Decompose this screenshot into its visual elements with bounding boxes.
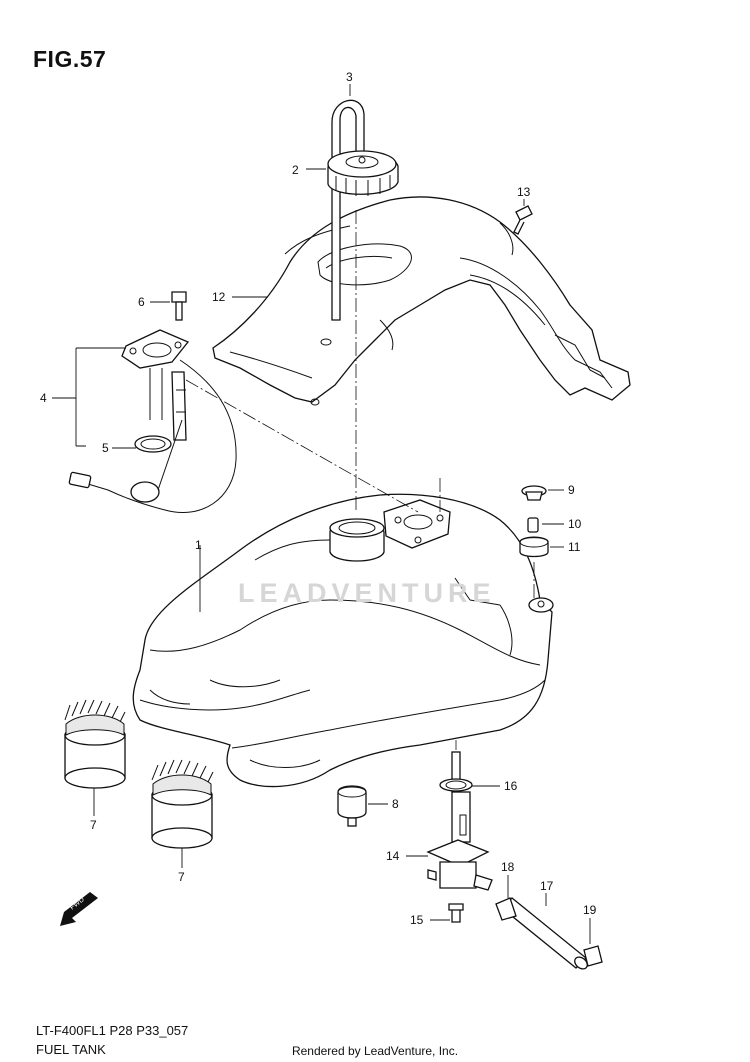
callout-19: 19 [583, 903, 597, 917]
cushion-boot-7b [151, 759, 214, 849]
figure-title: FIG.57 [33, 46, 107, 72]
callout-3: 3 [346, 70, 353, 84]
figure-name: FUEL TANK [36, 1042, 106, 1057]
callout-7a: 7 [90, 818, 97, 832]
fuel-level-sender-assembly [68, 291, 237, 514]
footer-credit: Rendered by LeadVenture, Inc. [0, 1044, 750, 1058]
callout-2: 2 [292, 163, 299, 177]
callout-labels: 3 2 13 12 6 4 5 1 9 10 11 7 7 8 16 14 15… [40, 70, 597, 927]
callout-16: 16 [504, 779, 518, 793]
callout-10: 10 [568, 517, 582, 531]
bolt-13 [513, 205, 533, 235]
cushion-8 [337, 785, 367, 827]
callout-7b: 7 [178, 870, 185, 884]
callout-12: 12 [212, 290, 226, 304]
mount-hardware [519, 485, 549, 558]
cushion-boot-7a [64, 699, 126, 789]
watermark: LEADVENTURE [238, 578, 496, 608]
callout-14: 14 [386, 849, 400, 863]
footer-text: Rendered by LeadVenture, Inc. [291, 1044, 459, 1058]
assembly-lines [185, 210, 535, 750]
fuel-valve [426, 751, 493, 923]
fuel-tank [132, 493, 554, 788]
callout-11: 11 [568, 540, 581, 554]
callout-1: 1 [195, 538, 202, 552]
fuel-cap [327, 150, 399, 196]
callout-15: 15 [410, 913, 424, 927]
callout-6: 6 [138, 295, 145, 309]
callout-13: 13 [517, 185, 531, 199]
fuel-tank-cover [212, 196, 631, 406]
callout-9: 9 [568, 483, 575, 497]
leader-lines [52, 84, 591, 944]
callout-5: 5 [102, 441, 109, 455]
fuel-hose-assembly [495, 897, 603, 970]
callout-8: 8 [392, 797, 399, 811]
callout-18: 18 [501, 860, 515, 874]
callout-17: 17 [540, 879, 554, 893]
figure-code: LT-F400FL1 P28 P33_057 [36, 1023, 189, 1038]
callout-4: 4 [40, 391, 47, 405]
front-direction-arrow-icon: FWD [60, 892, 98, 926]
